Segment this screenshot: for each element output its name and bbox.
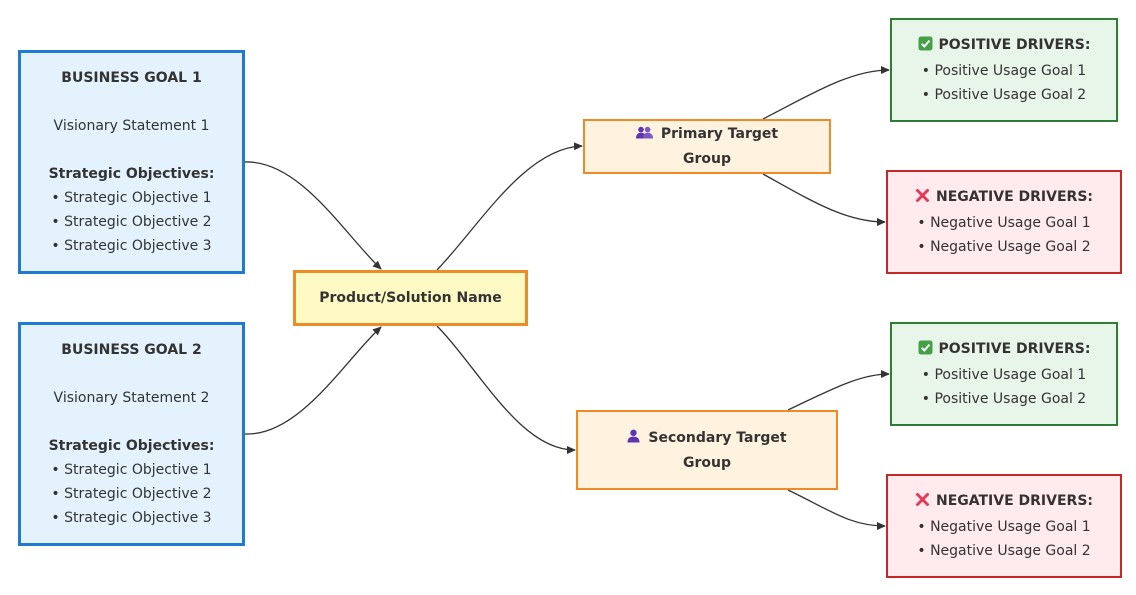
usage-goal-item: Positive Usage Goal 2 bbox=[922, 83, 1086, 107]
drivers-list: Positive Usage Goal 1 Positive Usage Goa… bbox=[922, 363, 1086, 411]
product-node: Product/Solution Name bbox=[293, 270, 528, 326]
usage-goal-item: Negative Usage Goal 2 bbox=[917, 539, 1091, 563]
check-mark-icon bbox=[918, 339, 933, 363]
negative-drivers-primary-node: NEGATIVE DRIVERS: Negative Usage Goal 1 … bbox=[886, 170, 1122, 274]
secondary-target-group-node: Secondary Target Group bbox=[576, 410, 838, 490]
drivers-heading: POSITIVE DRIVERS: bbox=[938, 341, 1091, 357]
usage-goal-item: Negative Usage Goal 1 bbox=[917, 515, 1091, 539]
strategic-objectives-list: Strategic Objective 1 Strategic Objectiv… bbox=[51, 186, 211, 258]
edge-secondary-to-negative bbox=[787, 489, 886, 530]
target-group-label: Primary Target Group bbox=[660, 126, 779, 167]
edge-goal1-to-product bbox=[244, 161, 382, 270]
usage-goal-item: Positive Usage Goal 2 bbox=[922, 387, 1086, 411]
product-name: Product/Solution Name bbox=[319, 290, 502, 306]
person-icon bbox=[627, 427, 640, 451]
edge-primary-to-positive bbox=[762, 66, 890, 120]
business-goal-title: BUSINESS GOAL 2 bbox=[61, 342, 202, 358]
strategic-objective-item: Strategic Objective 2 bbox=[51, 482, 211, 506]
strategic-objective-item: Strategic Objective 2 bbox=[51, 210, 211, 234]
usage-goal-item: Negative Usage Goal 2 bbox=[917, 235, 1091, 259]
cross-mark-icon bbox=[915, 491, 930, 515]
edge-product-to-secondary bbox=[436, 325, 576, 454]
drivers-heading: POSITIVE DRIVERS: bbox=[938, 37, 1091, 53]
visionary-statement: Visionary Statement 1 bbox=[53, 118, 210, 134]
primary-target-group-node: Primary Target Group bbox=[583, 119, 831, 174]
strategic-objective-item: Strategic Objective 1 bbox=[51, 458, 211, 482]
usage-goal-item: Negative Usage Goal 1 bbox=[917, 211, 1091, 235]
target-group-label: Secondary Target Group bbox=[648, 429, 787, 471]
strategic-objective-item: Strategic Objective 1 bbox=[51, 186, 211, 210]
strategic-objectives-heading: Strategic Objectives: bbox=[48, 166, 215, 182]
business-goal-2-node: BUSINESS GOAL 2 Visionary Statement 2 St… bbox=[18, 322, 245, 546]
cross-mark-icon bbox=[915, 187, 930, 211]
drivers-list: Negative Usage Goal 1 Negative Usage Goa… bbox=[917, 515, 1091, 563]
positive-drivers-secondary-node: POSITIVE DRIVERS: Positive Usage Goal 1 … bbox=[890, 322, 1118, 426]
edge-goal2-to-product bbox=[244, 326, 382, 435]
usage-goal-item: Positive Usage Goal 1 bbox=[922, 363, 1086, 387]
strategic-objectives-list: Strategic Objective 1 Strategic Objectiv… bbox=[51, 458, 211, 530]
group-people-icon bbox=[635, 123, 653, 147]
usage-goal-item: Positive Usage Goal 1 bbox=[922, 59, 1086, 83]
strategic-objective-item: Strategic Objective 3 bbox=[51, 234, 211, 258]
drivers-heading: NEGATIVE DRIVERS: bbox=[935, 189, 1094, 205]
drivers-list: Positive Usage Goal 1 Positive Usage Goa… bbox=[922, 59, 1086, 107]
edge-product-to-primary bbox=[436, 142, 583, 271]
strategic-objectives-heading: Strategic Objectives: bbox=[48, 438, 215, 454]
check-mark-icon bbox=[918, 35, 933, 59]
edge-secondary-to-positive bbox=[787, 370, 890, 411]
strategic-objective-item: Strategic Objective 3 bbox=[51, 506, 211, 530]
negative-drivers-secondary-node: NEGATIVE DRIVERS: Negative Usage Goal 1 … bbox=[886, 474, 1122, 578]
edge-primary-to-negative bbox=[762, 173, 886, 226]
business-goal-1-node: BUSINESS GOAL 1 Visionary Statement 1 St… bbox=[18, 50, 245, 274]
drivers-heading: NEGATIVE DRIVERS: bbox=[935, 493, 1094, 509]
drivers-list: Negative Usage Goal 1 Negative Usage Goa… bbox=[917, 211, 1091, 259]
positive-drivers-primary-node: POSITIVE DRIVERS: Positive Usage Goal 1 … bbox=[890, 18, 1118, 122]
visionary-statement: Visionary Statement 2 bbox=[53, 390, 210, 406]
business-goal-title: BUSINESS GOAL 1 bbox=[61, 70, 202, 86]
